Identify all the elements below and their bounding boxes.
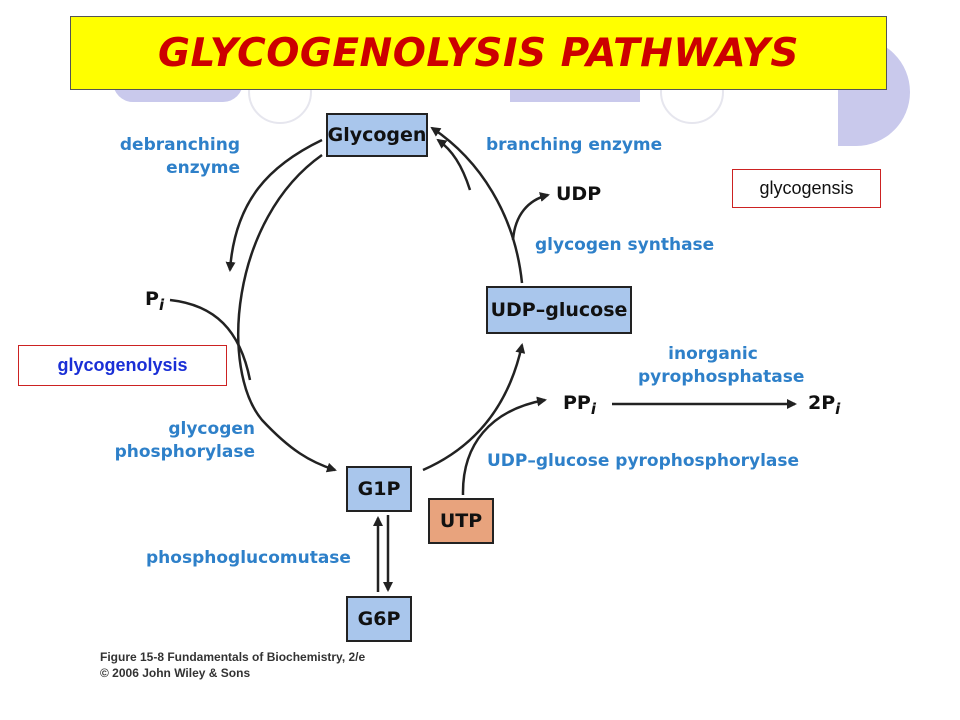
arrow-debranching [225, 138, 323, 272]
chem-ppi: PPi [563, 392, 597, 418]
arrow-synthase [430, 126, 524, 284]
node-utp: UTP [428, 498, 494, 544]
node-g6p: G6P [346, 596, 412, 642]
tag-glycogenolysis: glycogenolysis [18, 345, 227, 386]
page-title: GLYCOGENOLYSIS PATHWAYS [157, 30, 799, 76]
label-branching-enzyme: branching enzyme [486, 135, 663, 155]
chem-pi: Pi [145, 288, 165, 314]
tag-glycogenesis: glycogensis [732, 169, 881, 208]
figure-caption: Figure 15-8 Fundamentals of Biochemistry… [100, 649, 365, 681]
label-udp-glucose-pyrophosphorylase: UDP–glucose pyrophosphorylase [487, 451, 800, 471]
caption-line-2: © 2006 John Wiley & Sons [100, 666, 251, 680]
chem-2pi: 2Pi [808, 392, 841, 418]
arrow-pi-join [169, 298, 252, 381]
arrow-udp [511, 192, 550, 241]
node-glycogen: Glycogen [326, 113, 428, 157]
arrow-utp-ppi [461, 396, 547, 496]
chem-udp: UDP [556, 183, 602, 205]
label-phosphoglucomutase: phosphoglucomutase [146, 548, 351, 568]
label-glycogen-synthase: glycogen synthase [535, 235, 715, 255]
arrow-phosphorylase [237, 153, 337, 473]
node-udp-glucose: UDP–glucose [486, 286, 632, 334]
arrow-g1p-udpglucose [422, 343, 526, 472]
caption-line-1: Figure 15-8 Fundamentals of Biochemistry… [100, 650, 366, 664]
title-box: GLYCOGENOLYSIS PATHWAYS [70, 16, 887, 90]
node-g1p: G1P [346, 466, 412, 512]
arrow-branching [436, 138, 472, 191]
